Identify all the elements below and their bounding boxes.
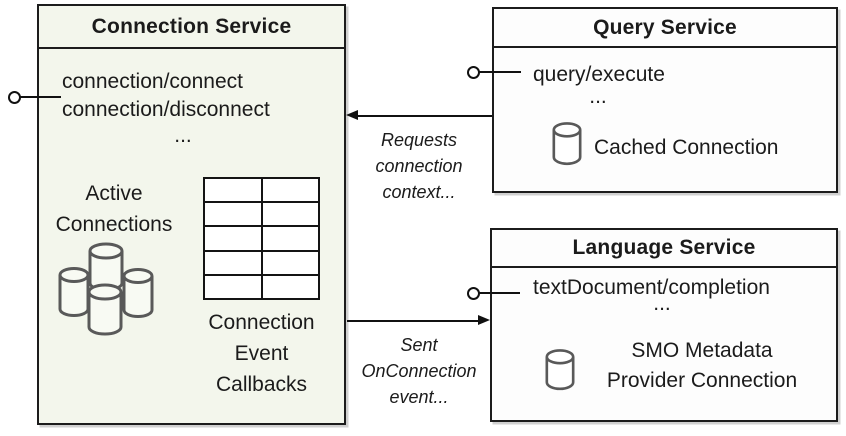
table-cell — [205, 275, 261, 298]
database-icon — [545, 349, 575, 391]
requests-annotation: Requests connection context... — [350, 127, 488, 205]
sent-arrowhead-icon — [478, 315, 490, 325]
query-service-box: Query Service query/execute ... Cached C… — [492, 7, 838, 193]
callbacks-label-line3: Callbacks — [215, 373, 308, 396]
active-connections-label: Active Connections — [39, 178, 189, 240]
table-cell — [205, 251, 261, 274]
smo-metadata-line1: SMO Metadata — [631, 339, 773, 362]
requests-annotation-line1: Requests — [380, 130, 458, 150]
database-cluster-icon — [58, 242, 154, 336]
smo-metadata-label: SMO Metadata Provider Connection — [597, 336, 807, 396]
table-cell — [262, 275, 318, 298]
language-lollipop-circle-icon — [467, 287, 480, 300]
database-icon — [552, 122, 582, 166]
table-cell — [205, 179, 261, 202]
sent-annotation-line1: Sent — [400, 335, 438, 355]
table-cell — [262, 203, 318, 226]
query-lollipop-circle-icon — [467, 66, 480, 79]
language-lollipop-line — [476, 292, 520, 294]
table-cell — [262, 179, 318, 202]
callbacks-label: Connection Event Callbacks — [169, 307, 354, 400]
cached-connection-label: Cached Connection — [594, 136, 779, 159]
requests-arrow-line — [356, 115, 492, 117]
table-cell — [262, 227, 318, 250]
callbacks-table — [203, 177, 320, 300]
connection-methods-ellipsis: ... — [174, 124, 192, 147]
table-cell — [205, 203, 261, 226]
requests-arrowhead-icon — [346, 110, 358, 120]
requests-annotation-line2: connection — [375, 156, 463, 176]
table-cell — [262, 251, 318, 274]
active-connections-line2: Connections — [55, 213, 173, 236]
requests-annotation-line3: context... — [382, 182, 456, 202]
sent-annotation-line3: event... — [389, 387, 449, 407]
connection-lollipop-line — [17, 96, 61, 98]
query-service-title: Query Service — [494, 9, 836, 48]
sent-annotation: Sent OnConnection event... — [350, 332, 488, 410]
connection-service-title: Connection Service — [39, 6, 344, 49]
sent-arrow-line — [347, 320, 478, 322]
language-service-box: Language Service textDocument/completion… — [490, 228, 838, 422]
language-methods-ellipsis: ... — [653, 292, 671, 315]
smo-metadata-line2: Provider Connection — [606, 369, 798, 392]
method-connection-connect: connection/connect — [62, 70, 243, 93]
query-lollipop-line — [476, 71, 521, 73]
sent-annotation-line2: OnConnection — [361, 361, 477, 381]
method-query-execute: query/execute — [533, 63, 665, 86]
method-connection-disconnect: connection/disconnect — [62, 98, 270, 121]
callbacks-label-line1: Connection — [208, 311, 315, 334]
callbacks-label-line2: Event — [234, 342, 289, 365]
active-connections-line1: Active — [85, 182, 143, 205]
connection-service-box: Connection Service connection/connect co… — [37, 4, 346, 425]
connection-lollipop-circle-icon — [8, 91, 21, 104]
query-methods-ellipsis: ... — [589, 85, 607, 108]
method-textdocument-completion: textDocument/completion — [533, 276, 770, 299]
table-cell — [205, 227, 261, 250]
language-service-title: Language Service — [492, 230, 836, 268]
